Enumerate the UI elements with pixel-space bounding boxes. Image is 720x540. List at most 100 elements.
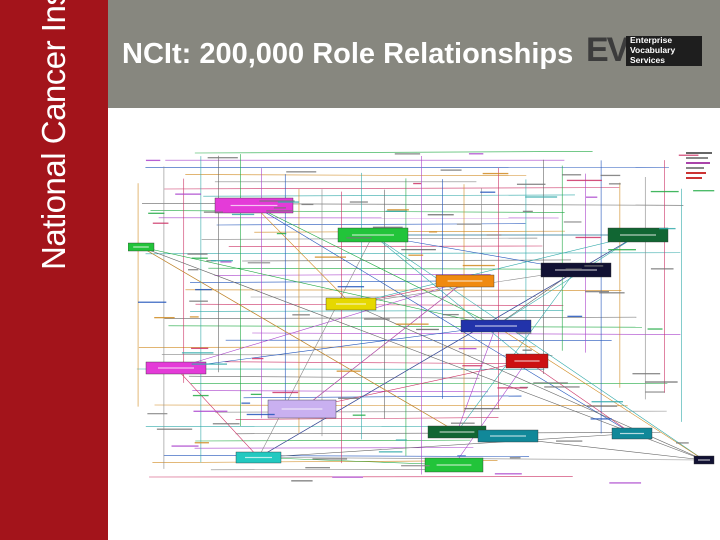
edge-label-mark (314, 256, 347, 258)
edge-label-mark (192, 394, 209, 397)
edge-label-mark (427, 214, 454, 216)
edge-label-mark (372, 226, 403, 228)
relationship-line (228, 245, 543, 247)
edge-label-mark (194, 442, 209, 444)
relationship-line (456, 325, 497, 433)
edge-label-mark (336, 370, 361, 372)
edge-label-mark (352, 414, 366, 416)
relationship-line (195, 439, 471, 442)
relationship-line (495, 325, 705, 461)
relationship-line (258, 433, 633, 458)
concept-node-label-mark (490, 435, 526, 437)
concept-node-label-mark (514, 360, 540, 362)
edge-label-mark (509, 457, 521, 459)
relationship-line (185, 289, 622, 291)
edge-label-mark (277, 201, 300, 203)
edge-label-mark (385, 210, 407, 212)
edge-label-mark (676, 442, 689, 444)
concept-nodes (128, 197, 715, 473)
edge-label-mark (346, 237, 372, 239)
edge-label-mark (252, 357, 264, 360)
relationship-line (203, 194, 575, 197)
edge-label-mark (609, 482, 642, 484)
edge-labels (138, 153, 715, 484)
relationship-line (164, 316, 637, 319)
edge-label-mark (450, 422, 475, 424)
edge-label-mark (220, 261, 232, 263)
edge-label-mark (462, 365, 483, 367)
edge-label-mark (600, 174, 621, 177)
edge-label-mark (207, 157, 238, 159)
legend-line (686, 152, 712, 154)
edge-label-mark (565, 268, 582, 270)
edge-label-mark (301, 203, 314, 206)
concept-node-label-mark (620, 234, 656, 236)
edge-label-mark (678, 154, 699, 156)
edge-label-mark (591, 401, 623, 403)
edge-label-mark (516, 332, 532, 334)
relationship-line (495, 234, 639, 327)
relationship-line (253, 205, 352, 305)
relationship-line (190, 310, 564, 312)
edge-label-mark (456, 223, 482, 225)
relationship-line (243, 395, 522, 399)
edge-label-mark (395, 439, 407, 441)
relationship-line (254, 230, 565, 233)
edge-label-mark (522, 210, 533, 213)
edge-label-mark (408, 254, 424, 256)
edge-label-mark (693, 190, 715, 192)
concept-node-label-mark (336, 303, 366, 305)
institute-sidebar: National Cancer Institute (0, 0, 108, 540)
edge-label-mark (276, 232, 287, 235)
legend-line (686, 172, 706, 174)
relationship-line (372, 234, 528, 362)
relationship-line (185, 174, 527, 177)
edge-label-mark (148, 212, 165, 214)
edge-label-mark (442, 313, 459, 316)
diagram-legend (686, 152, 712, 179)
edge-label-mark (413, 182, 422, 185)
relationship-line (175, 367, 259, 458)
edge-label-mark (462, 264, 495, 267)
slide-header: NCIt: 200,000 Role Relationships EVS Ent… (108, 0, 720, 108)
edge-label-mark (457, 455, 466, 457)
edge-label-mark (338, 397, 360, 399)
relationship-line (161, 354, 553, 356)
edge-label-mark (416, 328, 439, 331)
relationship-line (253, 205, 497, 327)
edge-label-mark (212, 423, 240, 425)
institute-name: National Cancer Institute (35, 0, 72, 270)
edge-label-mark (152, 222, 169, 224)
edge-label-mark (191, 257, 208, 259)
edge-label-mark (468, 153, 484, 155)
concept-node-label-mark (475, 325, 517, 327)
edge-label-mark (272, 391, 299, 394)
edge-label-mark (364, 318, 390, 320)
edge-label-mark (585, 196, 598, 198)
edge-label-mark (650, 190, 679, 193)
edge-label-mark (567, 315, 583, 317)
relationship-line (168, 325, 642, 328)
edge-label-mark (188, 269, 199, 271)
edge-label-mark (645, 381, 678, 383)
edge-label-mark (312, 458, 348, 460)
edge-label-mark (525, 196, 558, 198)
edge-label-mark (378, 451, 403, 453)
legend-line (686, 162, 710, 164)
edge-label-mark (259, 200, 295, 202)
evs-logo: EVS Enterprise Vocabulary Services (586, 30, 704, 69)
relationship-line (140, 246, 497, 327)
edge-label-mark (203, 211, 224, 213)
edge-label-mark (241, 402, 251, 404)
edge-label-mark (464, 407, 500, 410)
evs-logo-box (626, 36, 702, 66)
edge-label-mark (645, 391, 665, 393)
relationship-line (258, 457, 455, 466)
edge-label-mark (171, 445, 199, 447)
relationship-line (164, 187, 620, 190)
edge-label-mark (266, 210, 294, 212)
relationship-line (301, 360, 528, 410)
concept-node-label-mark (281, 408, 323, 410)
relationship-line (194, 447, 474, 449)
edge-label-mark (291, 480, 313, 482)
